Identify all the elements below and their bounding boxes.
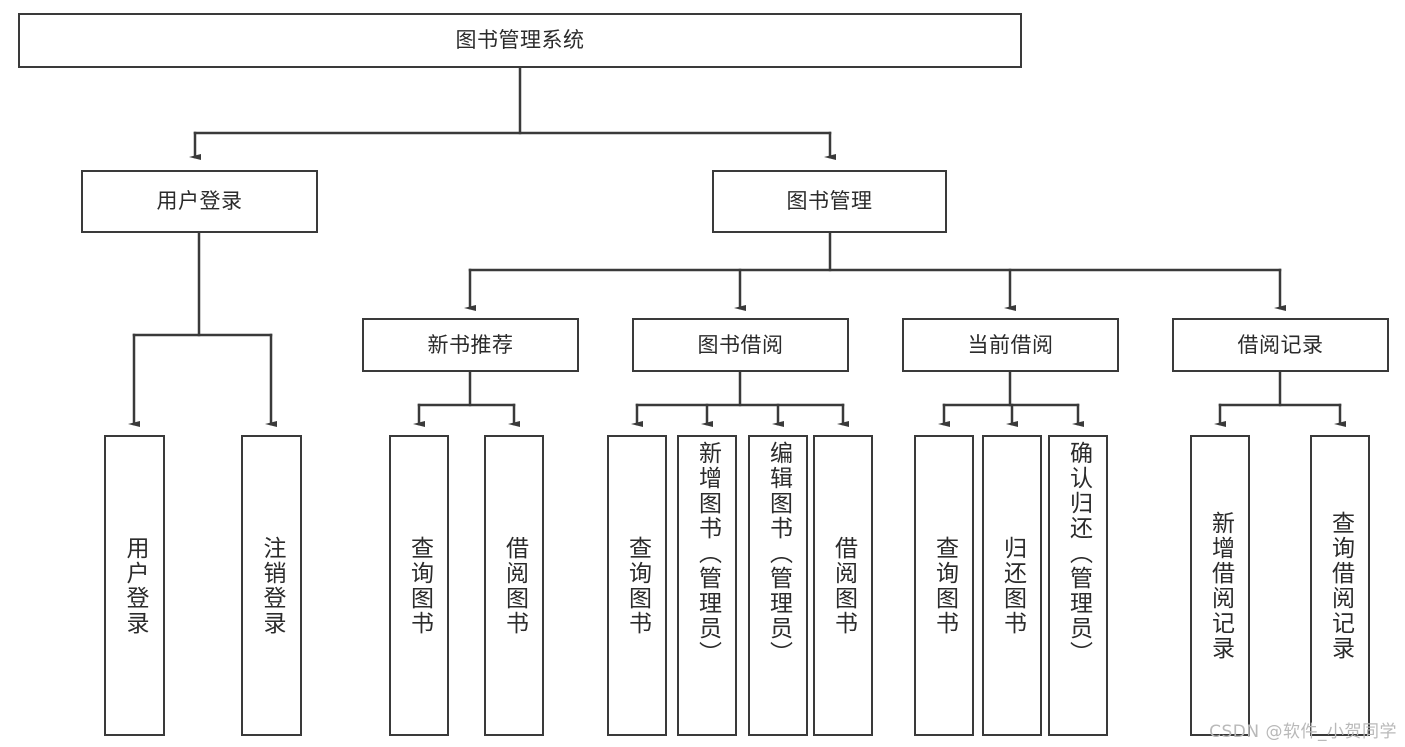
node-leaf-add-book[interactable]: 新增图书（管理员） — [677, 435, 737, 736]
node-new-book-recommend[interactable]: 新书推荐 — [362, 318, 579, 372]
node-label: 借阅记录 — [1237, 332, 1324, 357]
node-label: 编辑图书（管理员） — [765, 441, 792, 666]
node-leaf-borrow-book-2[interactable]: 借阅图书 — [813, 435, 873, 736]
node-book-borrow[interactable]: 图书借阅 — [632, 318, 849, 372]
node-book-manage[interactable]: 图书管理 — [712, 170, 947, 233]
node-root-book-management-system[interactable]: 图书管理系统 — [18, 13, 1022, 68]
node-leaf-edit-book[interactable]: 编辑图书（管理员） — [748, 435, 808, 736]
node-label: 新增借阅记录 — [1207, 510, 1234, 661]
node-label: 查询图书 — [624, 535, 651, 636]
node-label: 查询图书 — [406, 535, 433, 636]
node-leaf-query-book-3[interactable]: 查询图书 — [914, 435, 974, 736]
node-borrow-record[interactable]: 借阅记录 — [1172, 318, 1389, 372]
node-leaf-confirm-return[interactable]: 确认归还（管理员） — [1048, 435, 1108, 736]
node-label: 确认归还（管理员） — [1065, 441, 1092, 666]
node-leaf-return-book[interactable]: 归还图书 — [982, 435, 1042, 736]
node-label: 新书推荐 — [427, 332, 514, 357]
node-leaf-query-book-2[interactable]: 查询图书 — [607, 435, 667, 736]
node-leaf-user-login[interactable]: 用户登录 — [104, 435, 165, 736]
csdn-watermark: CSDN @软件_小贺同学 — [1209, 722, 1397, 742]
node-label: 注销登录 — [259, 535, 285, 636]
node-leaf-query-book-1[interactable]: 查询图书 — [389, 435, 449, 736]
node-label: 图书借阅 — [697, 332, 784, 357]
node-label: 借阅图书 — [501, 535, 528, 636]
node-leaf-add-record[interactable]: 新增借阅记录 — [1190, 435, 1250, 736]
node-label: 查询借阅记录 — [1327, 510, 1354, 661]
node-label: 图书管理系统 — [455, 28, 585, 53]
node-leaf-logout-login[interactable]: 注销登录 — [241, 435, 302, 736]
node-label: 归还图书 — [999, 535, 1026, 636]
node-leaf-borrow-book-1[interactable]: 借阅图书 — [484, 435, 544, 736]
node-label: 用户登录 — [156, 189, 243, 214]
node-label: 借阅图书 — [830, 535, 857, 636]
node-label: 查询图书 — [931, 535, 958, 636]
node-label: 当前借阅 — [967, 332, 1054, 357]
node-user-login[interactable]: 用户登录 — [81, 170, 318, 233]
node-label: 新增图书（管理员） — [694, 441, 721, 666]
node-current-borrow[interactable]: 当前借阅 — [902, 318, 1119, 372]
node-leaf-query-record[interactable]: 查询借阅记录 — [1310, 435, 1370, 736]
node-label: 图书管理 — [786, 189, 873, 214]
node-label: 用户登录 — [122, 535, 148, 636]
